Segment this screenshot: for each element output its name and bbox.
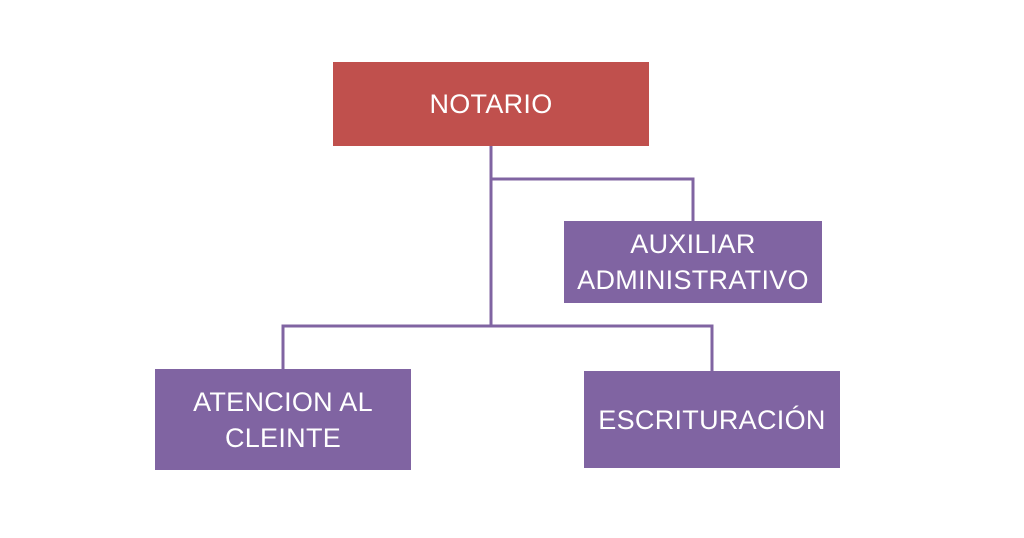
org-node-auxiliar-administrativo: AUXILIAR ADMINISTRATIVO: [564, 221, 822, 303]
org-node-escrituracion: ESCRITURACIÓN: [584, 371, 840, 468]
org-node-notario: NOTARIO: [333, 62, 649, 146]
org-node-atencion-al-cliente: ATENCION AL CLEINTE: [155, 369, 411, 470]
connector-assistant: [489, 177, 695, 223]
